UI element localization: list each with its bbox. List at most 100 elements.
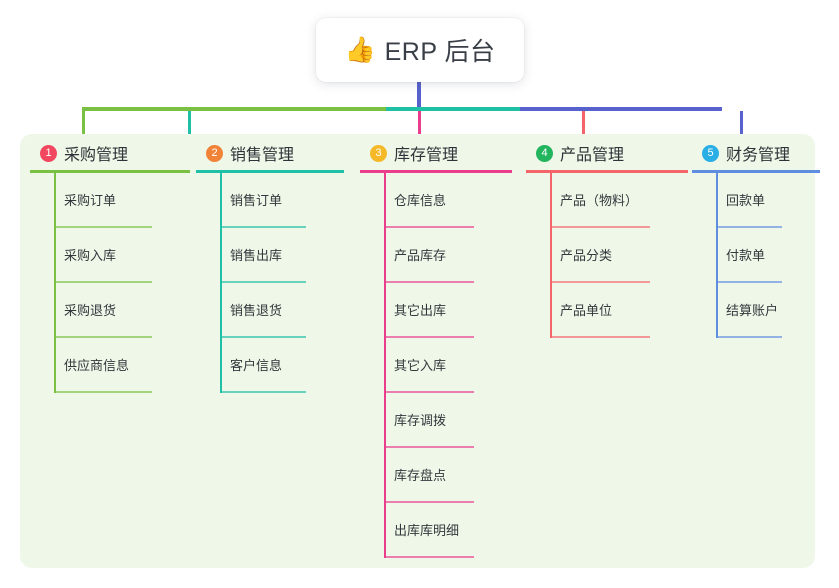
item-label: 产品（物料） — [560, 193, 639, 208]
item-label: 销售出库 — [230, 248, 283, 263]
column-title-purchase: 采购管理 — [64, 147, 129, 164]
list-item[interactable]: 采购退货 — [30, 283, 190, 338]
list-item[interactable]: 回款单 — [692, 173, 820, 228]
drop-purchase — [82, 111, 85, 146]
column-badge-product: 4 — [536, 144, 553, 162]
item-underline — [54, 336, 152, 338]
column-spine-product — [550, 173, 552, 338]
item-label: 产品库存 — [394, 248, 447, 263]
item-underline — [54, 281, 152, 283]
item-label: 供应商信息 — [64, 358, 130, 373]
list-item[interactable]: 库存调拨 — [360, 393, 512, 448]
column-items-purchase: 采购订单采购入库采购退货供应商信息 — [30, 173, 190, 393]
column-title-sales: 销售管理 — [230, 147, 295, 164]
column-items-finance: 回款单付款单结算账户 — [692, 173, 820, 338]
list-item[interactable]: 其它出库 — [360, 283, 512, 338]
column-spine-purchase — [54, 173, 56, 393]
item-underline — [384, 391, 474, 393]
title-stem-connector — [417, 80, 421, 109]
list-item[interactable]: 付款单 — [692, 228, 820, 283]
item-label: 客户信息 — [230, 358, 283, 373]
list-item[interactable]: 其它入库 — [360, 338, 512, 393]
column-underline-product — [526, 170, 688, 173]
list-item[interactable]: 出库库明细 — [360, 503, 512, 558]
drop-product — [582, 111, 585, 146]
column-items-inventory: 仓库信息产品库存其它出库其它入库库存调拨库存盘点出库库明细 — [360, 173, 512, 558]
column-items-product: 产品（物料） 产品分类产品单位 — [526, 173, 688, 338]
drop-finance — [740, 111, 743, 146]
item-underline — [54, 391, 152, 393]
item-underline — [384, 501, 474, 503]
item-label: 结算账户 — [726, 303, 779, 318]
item-label: 产品分类 — [560, 248, 613, 263]
item-underline — [384, 446, 474, 448]
item-underline — [716, 281, 782, 283]
column-underline-inventory — [360, 170, 512, 173]
teal-segment — [386, 107, 522, 111]
column-finance: 5 财务管理回款单付款单结算账户 — [692, 140, 820, 338]
item-underline — [54, 226, 152, 228]
list-item[interactable]: 销售订单 — [196, 173, 344, 228]
column-header-finance[interactable]: 5 财务管理 — [692, 140, 820, 166]
column-header-sales[interactable]: 2 销售管理 — [196, 140, 344, 166]
indigo-segment — [520, 107, 722, 111]
drop-inventory — [418, 111, 421, 146]
item-underline — [220, 336, 306, 338]
thumbs-up-icon: 👍 — [344, 35, 376, 64]
item-underline — [384, 281, 474, 283]
column-badge-sales: 2 — [206, 144, 223, 162]
item-underline — [550, 226, 650, 228]
list-item[interactable]: 采购入库 — [30, 228, 190, 283]
item-label: 销售订单 — [230, 193, 283, 208]
column-underline-purchase — [30, 170, 190, 173]
item-label: 出库库明细 — [394, 523, 460, 538]
list-item[interactable]: 销售退货 — [196, 283, 344, 338]
column-title-inventory: 库存管理 — [394, 147, 459, 164]
list-item[interactable]: 仓库信息 — [360, 173, 512, 228]
green-segment — [82, 107, 388, 111]
item-underline — [716, 336, 782, 338]
column-purchase: 1 采购管理采购订单采购入库采购退货供应商信息 — [30, 140, 190, 393]
list-item[interactable]: 销售出库 — [196, 228, 344, 283]
root-node-card[interactable]: 👍 ERP 后台 — [316, 18, 524, 82]
list-item[interactable]: 客户信息 — [196, 338, 344, 393]
item-underline — [384, 556, 474, 558]
list-item[interactable]: 库存盘点 — [360, 448, 512, 503]
column-sales: 2 销售管理销售订单销售出库销售退货客户信息 — [196, 140, 344, 393]
item-label: 销售退货 — [230, 303, 283, 318]
item-label: 采购入库 — [64, 248, 117, 263]
column-badge-purchase: 1 — [40, 144, 57, 162]
list-item[interactable]: 产品单位 — [526, 283, 688, 338]
item-underline — [220, 226, 306, 228]
item-label: 其它出库 — [394, 303, 447, 318]
column-header-product[interactable]: 4 产品管理 — [526, 140, 688, 166]
item-label: 仓库信息 — [394, 193, 447, 208]
item-label: 付款单 — [726, 248, 766, 263]
column-underline-finance — [692, 170, 820, 173]
list-item[interactable]: 产品（物料） — [526, 173, 688, 228]
item-underline — [220, 391, 306, 393]
column-spine-sales — [220, 173, 222, 393]
list-item[interactable]: 结算账户 — [692, 283, 820, 338]
item-underline — [550, 336, 650, 338]
column-items-sales: 销售订单销售出库销售退货客户信息 — [196, 173, 344, 393]
list-item[interactable]: 供应商信息 — [30, 338, 190, 393]
item-label: 回款单 — [726, 193, 766, 208]
column-badge-finance: 5 — [702, 144, 719, 162]
item-underline — [384, 336, 474, 338]
column-title-product: 产品管理 — [560, 147, 625, 164]
item-label: 库存调拨 — [394, 413, 447, 428]
item-underline — [220, 281, 306, 283]
list-item[interactable]: 产品库存 — [360, 228, 512, 283]
list-item[interactable]: 产品分类 — [526, 228, 688, 283]
column-product: 4 产品管理产品（物料） 产品分类产品单位 — [526, 140, 688, 338]
column-title-finance: 财务管理 — [726, 147, 791, 164]
list-item[interactable]: 采购订单 — [30, 173, 190, 228]
item-underline — [384, 226, 474, 228]
item-underline — [550, 281, 650, 283]
column-header-purchase[interactable]: 1 采购管理 — [30, 140, 190, 166]
item-label: 采购订单 — [64, 193, 117, 208]
